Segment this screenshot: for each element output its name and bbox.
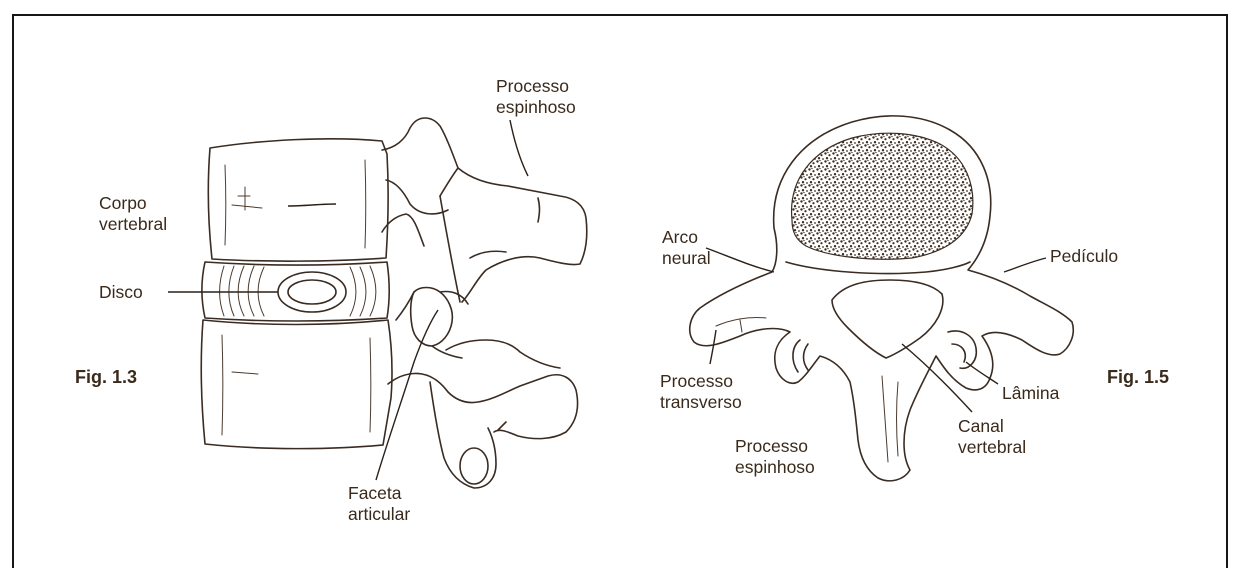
fig-label-1-5: Fig. 1.5 (1107, 367, 1169, 388)
label-processo-espinhoso-right-line2: espinhoso (735, 457, 815, 478)
lower-spinous-process (388, 373, 578, 438)
leader-arco-neural (706, 248, 774, 272)
lateral-spine-drawing (201, 118, 586, 488)
leader-corpo-vertebral (288, 204, 336, 206)
vertebral-body-cancellous (792, 133, 973, 259)
label-processo-espinhoso-left-line2: espinhoso (496, 97, 576, 118)
label-corpo-vertebral-line1: Corpo (99, 193, 167, 214)
upper-vertebral-body (208, 139, 388, 261)
leader-processo-espinhoso-left (510, 120, 528, 176)
label-corpo-vertebral-line2: vertebral (99, 214, 167, 235)
fig-label-1-3: Fig. 1.3 (75, 367, 137, 388)
label-faceta-articular-line1: Faceta (348, 483, 410, 504)
label-processo-espinhoso-right-line1: Processo (735, 436, 815, 457)
vertebral-canal (832, 280, 943, 358)
label-corpo-vertebral: Corpo vertebral (99, 193, 167, 235)
upper-pedicle-arch (382, 118, 587, 302)
label-canal-vertebral-line2: vertebral (958, 437, 1026, 458)
lower-vertebral-body (201, 320, 392, 449)
label-processo-espinhoso-right: Processo espinhoso (735, 436, 815, 478)
leader-canal-vertebral (902, 344, 972, 412)
label-canal-vertebral: Canal vertebral (958, 416, 1026, 458)
label-processo-transverso-line2: transverso (660, 392, 742, 413)
label-processo-espinhoso-left-line1: Processo (496, 76, 576, 97)
label-processo-transverso-line1: Processo (660, 371, 742, 392)
leader-pediculo (1004, 258, 1046, 272)
label-arco-neural-line2: neural (662, 248, 711, 269)
label-processo-espinhoso-left: Processo espinhoso (496, 76, 576, 118)
label-lamina: Lâmina (1002, 383, 1059, 404)
articular-facet (411, 288, 453, 347)
leader-faceta-articular (376, 310, 438, 480)
label-processo-transverso: Processo transverso (660, 371, 742, 413)
label-canal-vertebral-line1: Canal (958, 416, 1026, 437)
label-pediculo: Pedículo (1050, 246, 1118, 267)
label-disco: Disco (99, 282, 143, 303)
label-faceta-articular: Faceta articular (348, 483, 410, 525)
label-arco-neural: Arco neural (662, 227, 711, 269)
label-faceta-articular-line2: articular (348, 504, 410, 525)
label-arco-neural-line1: Arco (662, 227, 711, 248)
leader-processo-transverso (710, 330, 716, 364)
